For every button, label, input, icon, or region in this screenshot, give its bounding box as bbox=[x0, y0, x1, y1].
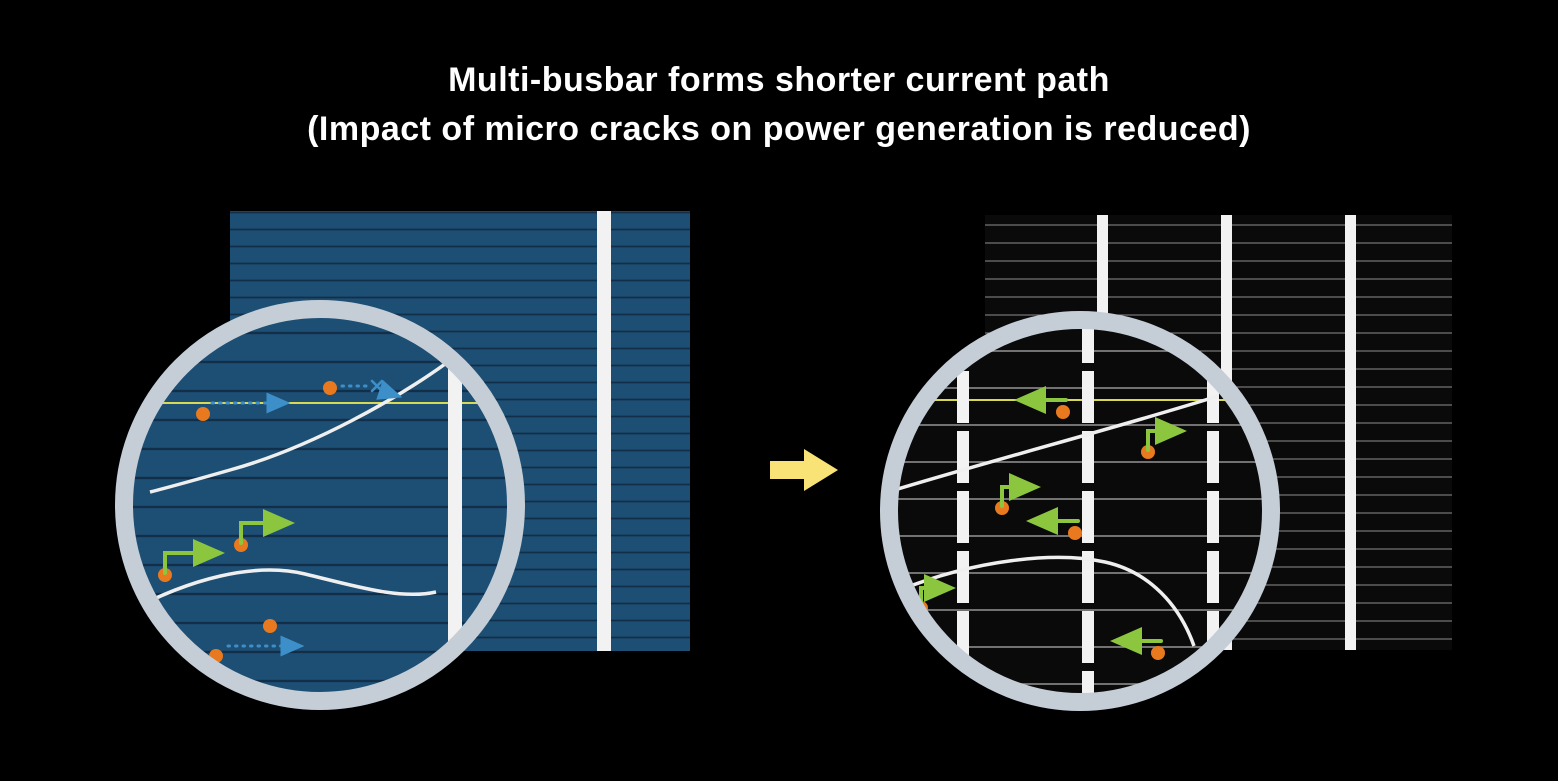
right-crack-upper bbox=[889, 394, 1219, 494]
short-current-path-arrow bbox=[239, 509, 295, 545]
short-current-path-arrow bbox=[1146, 417, 1187, 452]
title-line-1: Multi-busbar forms shorter current path bbox=[448, 61, 1110, 99]
right-magnifier bbox=[880, 311, 1280, 711]
electron-dot bbox=[1151, 646, 1165, 660]
left-magnifier bbox=[115, 300, 525, 710]
transition-arrow-icon bbox=[770, 449, 838, 491]
electron-dot bbox=[196, 407, 210, 421]
left-crack-upper bbox=[149, 354, 458, 494]
left-magnifier-content bbox=[124, 309, 516, 701]
right-cell-busbar bbox=[1345, 215, 1356, 650]
electron-dot bbox=[263, 619, 277, 633]
electron-dot bbox=[1068, 526, 1082, 540]
left-crack-lower bbox=[124, 568, 437, 616]
short-current-path-arrow bbox=[1000, 473, 1041, 508]
right-crack-lower bbox=[899, 555, 1196, 647]
blocked-current-arrowhead bbox=[376, 379, 403, 400]
left-cell-busbar bbox=[597, 211, 611, 651]
left-zoom-busbar bbox=[448, 309, 462, 701]
right-magnifier-ring bbox=[880, 311, 1280, 711]
title-line-2: (Impact of micro cracks on power generat… bbox=[307, 110, 1251, 149]
short-current-path-arrow bbox=[163, 539, 225, 575]
electron-dot bbox=[323, 381, 337, 395]
electron-dot bbox=[1056, 405, 1070, 419]
left-magnifier-ring bbox=[115, 300, 525, 710]
diagram-title: Multi-busbar forms shorter current path … bbox=[0, 56, 1558, 155]
